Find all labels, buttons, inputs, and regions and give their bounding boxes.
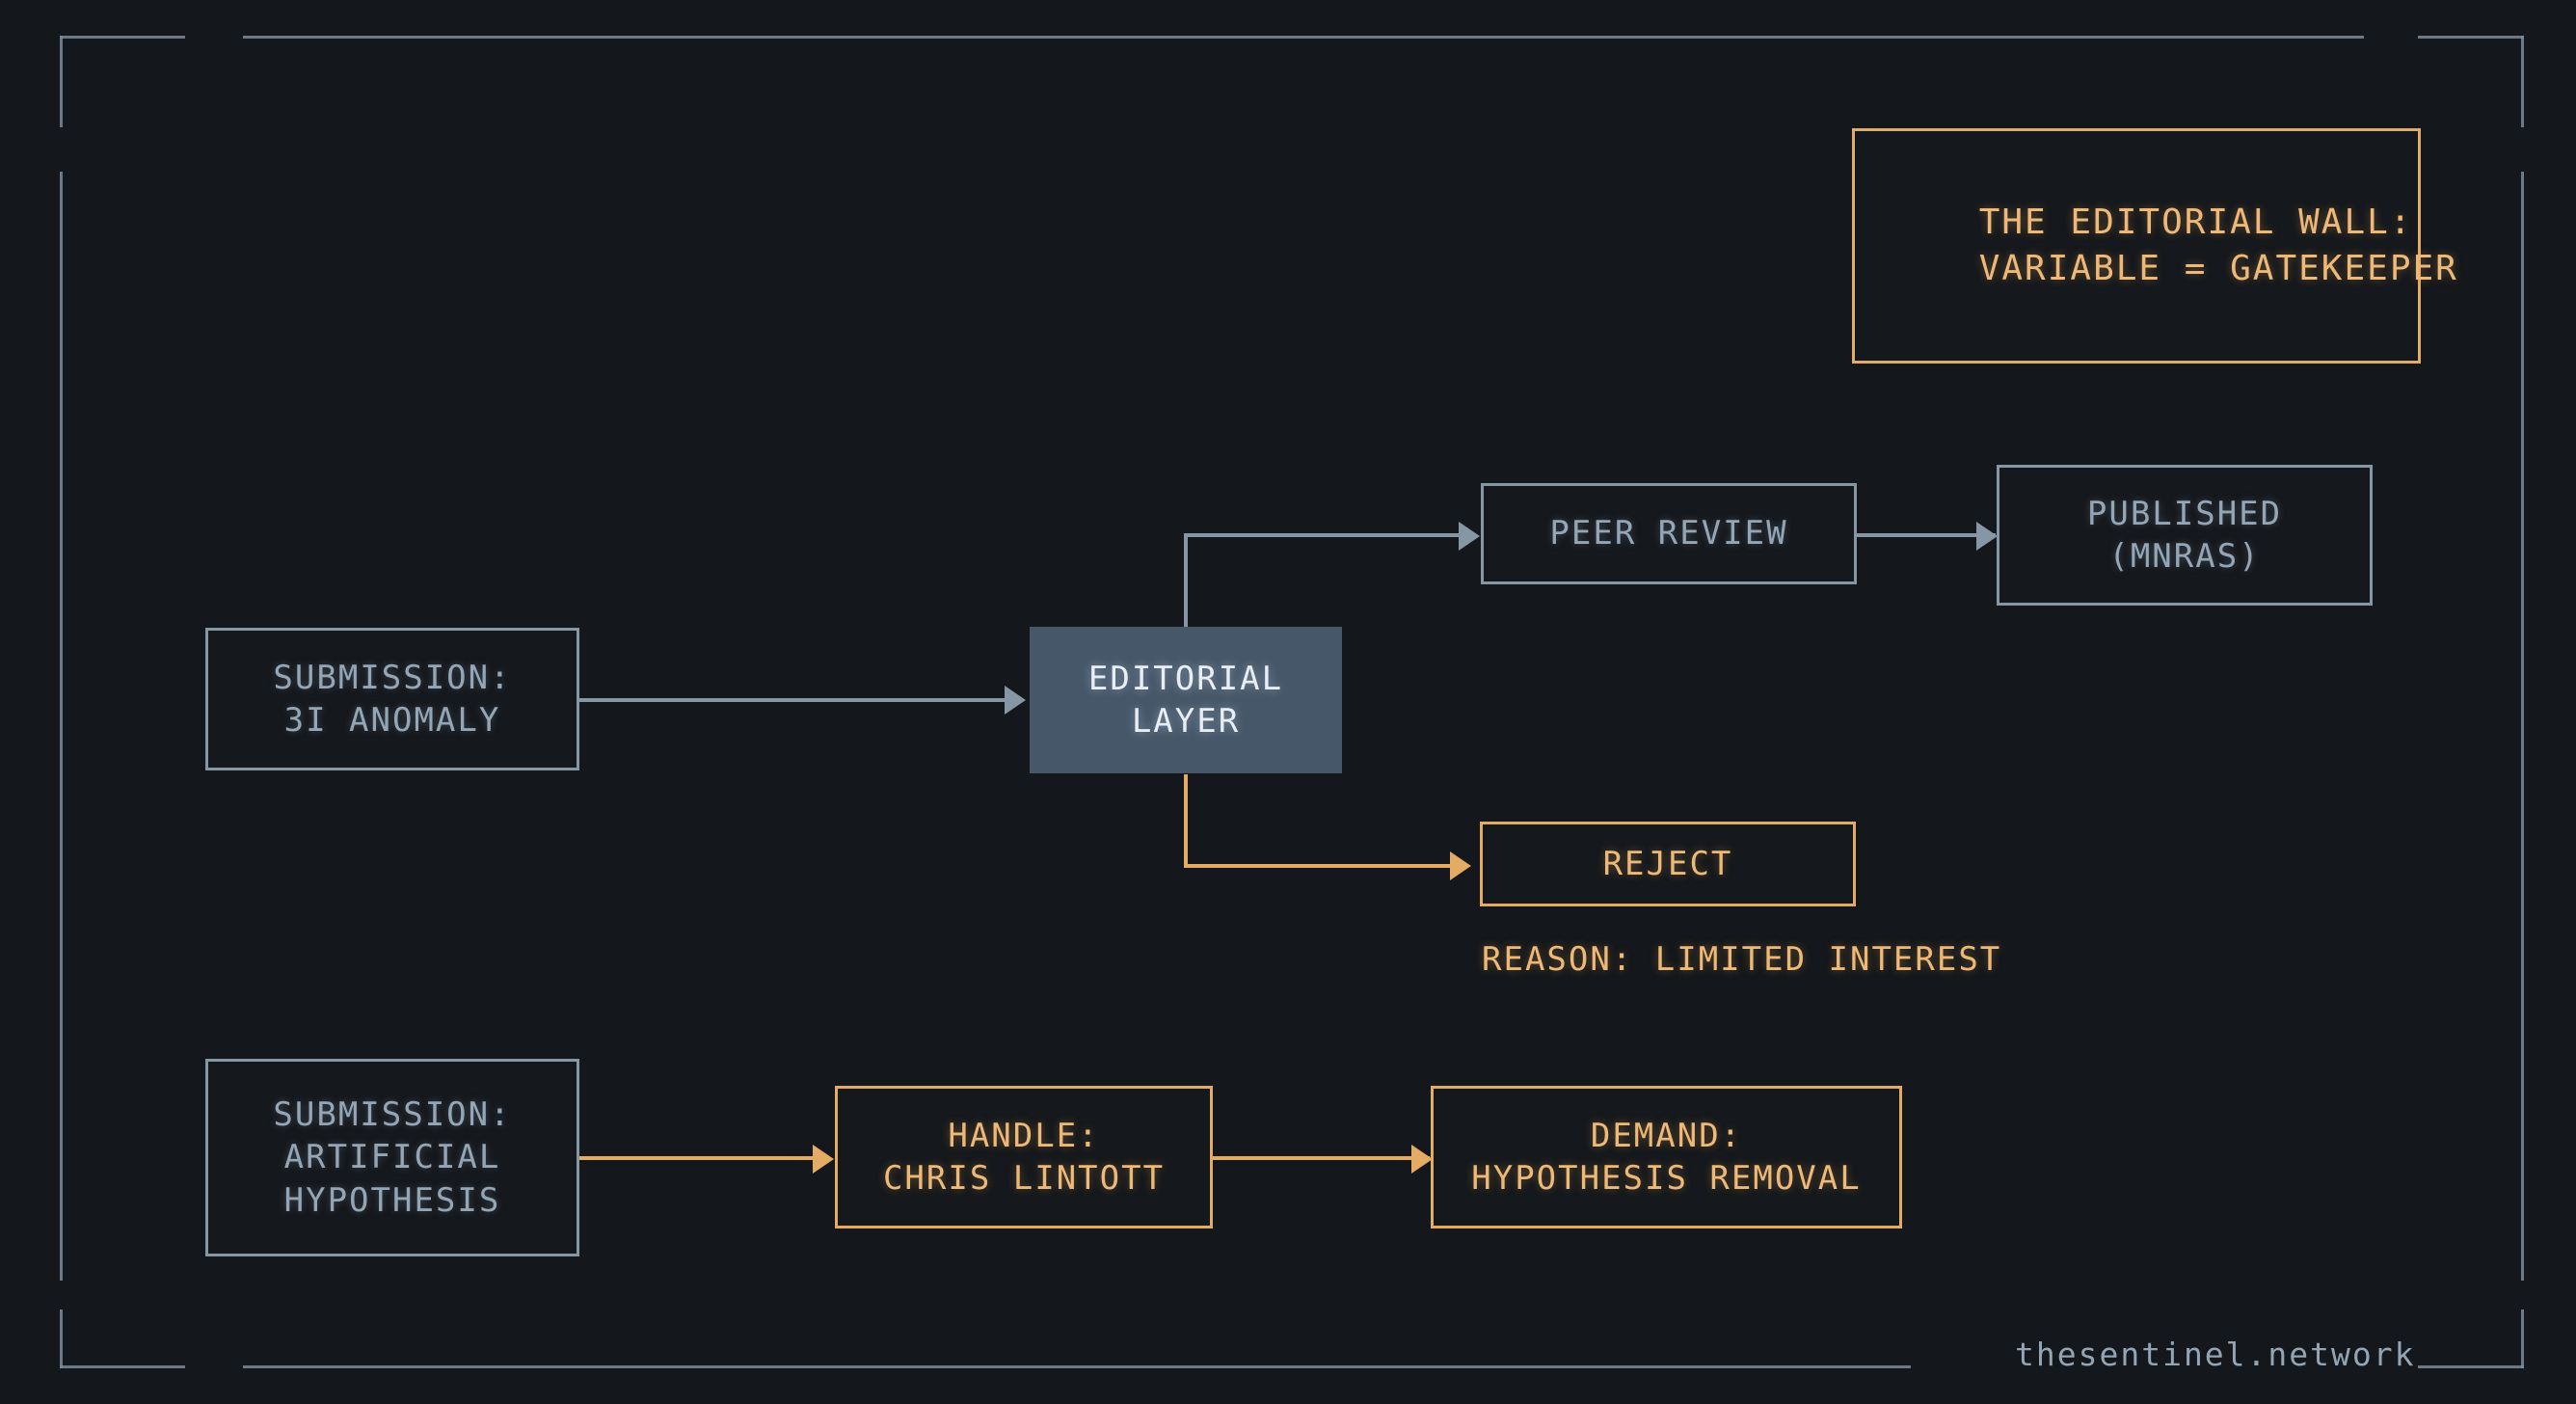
connector-editorial-to-peer-review (1184, 533, 1473, 537)
arrowhead-to-reject (1450, 851, 1471, 880)
site-watermark: thesentinel.network (2015, 1336, 2416, 1373)
frame-right-top-arm (2521, 36, 2524, 127)
node-line-2: (MNRAS) (2108, 537, 2261, 576)
arrowhead-to-peer-review (1459, 522, 1480, 551)
node-handle[interactable]: HANDLE: CHRIS LINTOTT (835, 1086, 1213, 1228)
frame-left-span (60, 172, 63, 1281)
frame-right-span (2521, 172, 2524, 1281)
arrowhead-submission-to-editorial (1005, 686, 1026, 715)
node-submission-artificial[interactable]: SUBMISSION: ARTIFICIAL HYPOTHESIS (205, 1059, 579, 1256)
node-line-2: ARTIFICIAL (283, 1138, 501, 1177)
arrowhead-to-demand (1411, 1145, 1433, 1174)
title-line-2: VARIABLE = GATEKEEPER (1978, 249, 2458, 289)
connector-submission-to-editorial (578, 698, 1022, 702)
node-line-1: REJECT (1602, 844, 1733, 883)
arrowhead-to-published (1976, 522, 1998, 551)
frame-top-right-arm (2418, 36, 2524, 39)
frame-right-bottom-arm (2521, 1310, 2524, 1368)
frame-left-bottom-arm (60, 1310, 63, 1368)
node-line-1: SUBMISSION: (273, 658, 512, 697)
node-line-1: HANDLE: (948, 1116, 1100, 1155)
connector-handle-to-demand (1213, 1156, 1430, 1160)
node-reject[interactable]: REJECT (1480, 822, 1856, 906)
frame-bottom-left-arm (60, 1365, 185, 1368)
node-line-2: CHRIS LINTOTT (882, 1159, 1166, 1198)
frame-bottom-right-arm (2418, 1365, 2524, 1368)
frame-top-left-arm (60, 36, 185, 39)
node-published[interactable]: PUBLISHED (MNRAS) (1997, 465, 2373, 606)
title-line-1: THE EDITORIAL WALL: (1978, 202, 2413, 242)
connector-editorial-to-reject (1184, 864, 1463, 868)
connector-editorial-up-stem (1184, 533, 1188, 649)
connector-editorial-down-stem (1184, 774, 1188, 868)
connector-peer-review-to-published (1856, 533, 1996, 537)
node-peer-review[interactable]: PEER REVIEW (1481, 483, 1857, 584)
node-line-1: SUBMISSION: (273, 1095, 512, 1135)
frame-bottom-span (243, 1365, 1911, 1368)
node-demand[interactable]: DEMAND: HYPOTHESIS REMOVAL (1431, 1086, 1902, 1228)
node-line-2: HYPOTHESIS REMOVAL (1471, 1159, 1862, 1198)
node-line-1: DEMAND: (1590, 1116, 1743, 1155)
node-line-1: PEER REVIEW (1549, 514, 1788, 554)
node-line-1: EDITORIAL (1087, 659, 1284, 698)
node-line-1: PUBLISHED (2086, 494, 2283, 533)
frame-left-top-arm (60, 36, 63, 127)
node-submission-anomaly[interactable]: SUBMISSION: 3I ANOMALY (205, 628, 579, 770)
frame-top-span (243, 36, 2364, 39)
node-editorial-layer[interactable]: EDITORIAL LAYER (1030, 627, 1342, 773)
reject-reason-caption: REASON: LIMITED INTEREST (1482, 940, 2002, 979)
node-line-2: LAYER (1131, 702, 1241, 741)
connector-submission-to-handle (578, 1156, 822, 1160)
arrowhead-to-handle (813, 1145, 834, 1174)
node-line-2: 3I ANOMALY (283, 701, 501, 740)
node-line-3: HYPOTHESIS (283, 1180, 501, 1220)
title-callout: THE EDITORIAL WALL: VARIABLE = GATEKEEPE… (1852, 128, 2456, 364)
